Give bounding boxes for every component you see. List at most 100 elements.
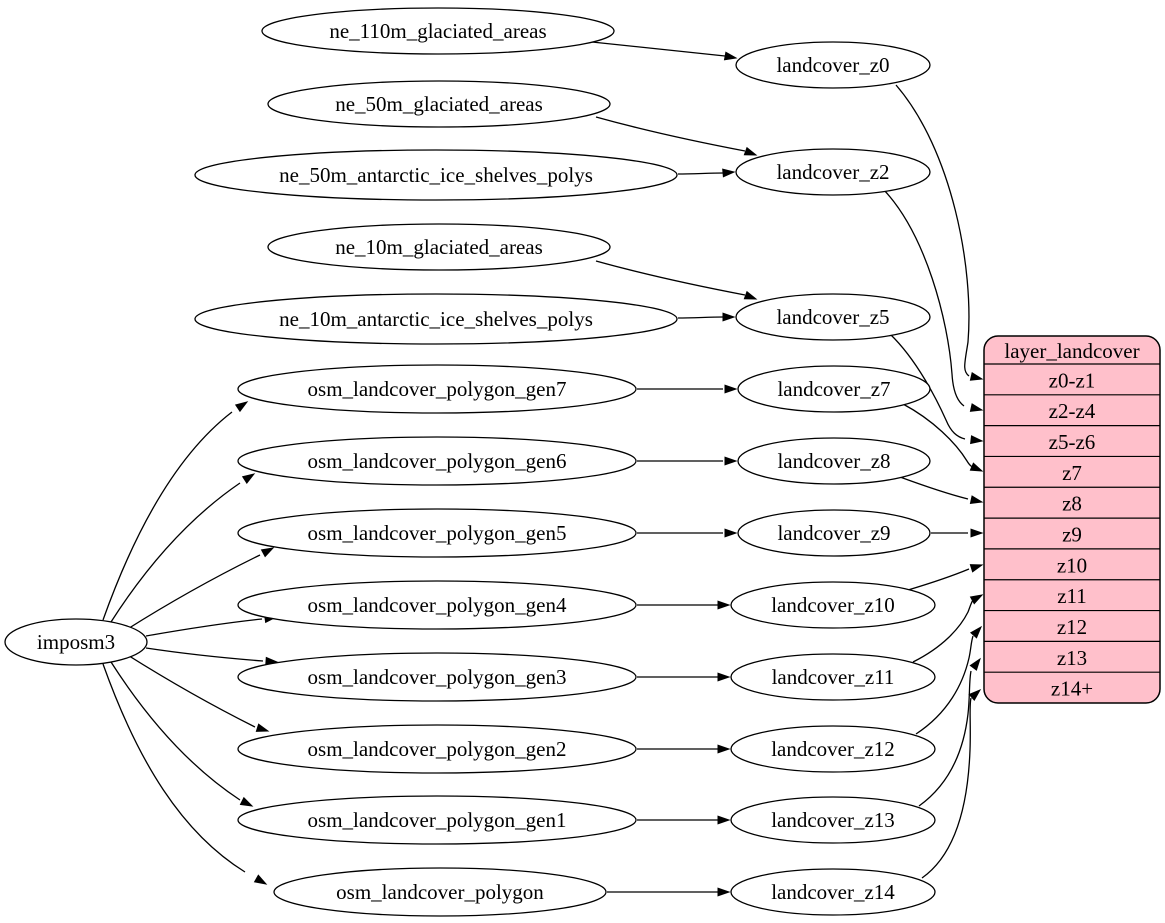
- arrowhead-icon: [724, 456, 738, 466]
- node-shape: [737, 365, 931, 413]
- edge-line: [889, 333, 966, 440]
- node-label: osm_landcover_polygon_gen6: [308, 449, 567, 473]
- node-shape: [4, 618, 148, 666]
- edge-line: [110, 482, 241, 623]
- node-landcover-z0: landcover_z0: [735, 41, 931, 89]
- edge-landcover-z12-to-layer-landcover-z12: [915, 625, 983, 735]
- node-landcover-z5: landcover_z5: [735, 293, 931, 341]
- edge-osm-landcover-polygon-gen6-to-landcover-z8: [637, 456, 738, 466]
- arrowhead-icon: [255, 723, 270, 732]
- node-shape: [237, 436, 637, 486]
- edge-imposm3-to-osm-landcover-polygon-gen3: [145, 647, 279, 666]
- record-row-z5-z6: z5-z6: [1049, 430, 1096, 454]
- node-shape: [237, 364, 637, 414]
- edge-line: [907, 568, 970, 591]
- edge-ne-10m-glaciated-areas-to-landcover-z5: [595, 260, 758, 300]
- node-label: osm_landcover_polygon_gen5: [308, 521, 567, 545]
- node-label: osm_landcover_polygon_gen3: [308, 665, 567, 689]
- node-label: imposm3: [37, 630, 115, 654]
- arrowhead-icon: [969, 625, 983, 639]
- node-label: ne_10m_glaciated_areas: [335, 235, 543, 259]
- edge-line: [125, 554, 261, 631]
- edge-imposm3-to-osm-landcover-polygon-gen7: [102, 401, 249, 621]
- edge-line: [677, 172, 724, 175]
- record-row-z13: z13: [1057, 646, 1087, 670]
- edge-line: [145, 647, 264, 662]
- arrowhead-icon: [969, 462, 984, 472]
- arrowhead-icon: [969, 495, 984, 504]
- arrowhead-icon: [722, 312, 736, 322]
- node-shape: [737, 509, 931, 557]
- node-shape: [194, 293, 678, 345]
- node-ne-50m-antarctic-ice-shelves-polys: ne_50m_antarctic_ice_shelves_polys: [194, 149, 678, 201]
- node-osm-landcover-polygon-gen2: osm_landcover_polygon_gen2: [237, 724, 637, 774]
- node-landcover-z7: landcover_z7: [737, 365, 931, 413]
- edge-osm-landcover-polygon-gen2-to-landcover-z12: [636, 744, 731, 754]
- node-label: osm_landcover_polygon_gen1: [308, 808, 567, 832]
- arrowhead-icon: [724, 384, 738, 394]
- edge-line: [899, 476, 969, 500]
- edge-landcover-z11-to-layer-landcover-z11: [912, 594, 984, 663]
- record-row-z12: z12: [1057, 615, 1087, 639]
- node-osm-landcover-polygon-gen6: osm_landcover_polygon_gen6: [237, 436, 637, 486]
- edge-ne-50m-antarctic-ice-shelves-polys-to-landcover-z2: [677, 168, 736, 178]
- node-shape: [735, 293, 931, 341]
- arrowhead-icon: [968, 688, 982, 702]
- edge-osm-landcover-polygon-gen1-to-landcover-z13: [637, 815, 731, 825]
- node-landcover-z2: landcover_z2: [735, 148, 931, 196]
- arrowhead-icon: [260, 547, 275, 558]
- node-shape: [273, 867, 607, 917]
- record-row-z7: z7: [1062, 461, 1082, 485]
- node-osm-landcover-polygon-gen7: osm_landcover_polygon_gen7: [237, 364, 637, 414]
- edge-imposm3-to-osm-landcover-polygon-gen4: [145, 614, 278, 637]
- node-landcover-z14: landcover_z14: [730, 868, 936, 916]
- node-shape: [237, 795, 637, 845]
- edge-imposm3-to-osm-landcover-polygon-gen6: [110, 473, 256, 623]
- node-label: landcover_z8: [777, 449, 890, 473]
- arrowhead-icon: [717, 815, 731, 825]
- node-shape: [730, 581, 936, 629]
- node-landcover-z9: landcover_z9: [737, 509, 931, 557]
- arrowhead-icon: [970, 435, 984, 445]
- arrowhead-icon: [969, 657, 981, 671]
- arrowhead-icon: [743, 290, 758, 300]
- node-shape: [237, 724, 637, 774]
- record-shape: [983, 335, 1161, 704]
- node-shape: [237, 580, 637, 630]
- edge-line: [110, 661, 241, 801]
- arrowhead-icon: [969, 594, 984, 605]
- node-landcover-z10: landcover_z10: [730, 581, 936, 629]
- edge-osm-landcover-polygon-gen5-to-landcover-z9: [637, 528, 738, 538]
- node-shape: [267, 223, 611, 271]
- edge-landcover-z5-to-layer-landcover-z5-z6: [889, 333, 984, 445]
- node-landcover-z8: landcover_z8: [737, 437, 931, 485]
- edge-line: [591, 41, 726, 57]
- node-osm-landcover-polygon-gen3: osm_landcover_polygon_gen3: [237, 652, 637, 702]
- node-shape: [194, 149, 678, 201]
- arrowhead-icon: [743, 146, 758, 156]
- node-label: landcover_z9: [777, 521, 890, 545]
- node-label: ne_110m_glaciated_areas: [329, 19, 546, 43]
- arrowhead-icon: [717, 744, 731, 754]
- edge-line: [883, 189, 965, 407]
- node-osm-landcover-polygon-gen1: osm_landcover_polygon_gen1: [237, 795, 637, 845]
- edge-landcover-z14-to-layer-landcover-z14: [921, 688, 982, 879]
- edge-imposm3-to-osm-landcover-polygon-gen5: [125, 547, 275, 631]
- edge-line: [125, 653, 256, 728]
- edge-osm-landcover-polygon-gen7-to-landcover-z7: [637, 384, 738, 394]
- node-label: landcover_z0: [776, 53, 889, 77]
- node-label: landcover_z12: [771, 737, 895, 761]
- arrowhead-icon: [717, 887, 731, 897]
- node-label: ne_50m_antarctic_ice_shelves_polys: [279, 163, 593, 187]
- edge-imposm3-to-osm-landcover-polygon-gen1: [110, 661, 254, 807]
- node-ne-50m-glaciated-areas: ne_50m_glaciated_areas: [267, 80, 611, 128]
- node-osm-landcover-polygon: osm_landcover_polygon: [273, 867, 607, 917]
- edge-landcover-z7-to-layer-landcover-z7: [902, 403, 984, 472]
- record-row-z10: z10: [1057, 553, 1087, 577]
- node-label: osm_landcover_polygon_gen4: [308, 593, 567, 617]
- node-shape: [261, 7, 615, 55]
- node-label: landcover_z13: [771, 808, 895, 832]
- node-label: landcover_z14: [771, 880, 895, 904]
